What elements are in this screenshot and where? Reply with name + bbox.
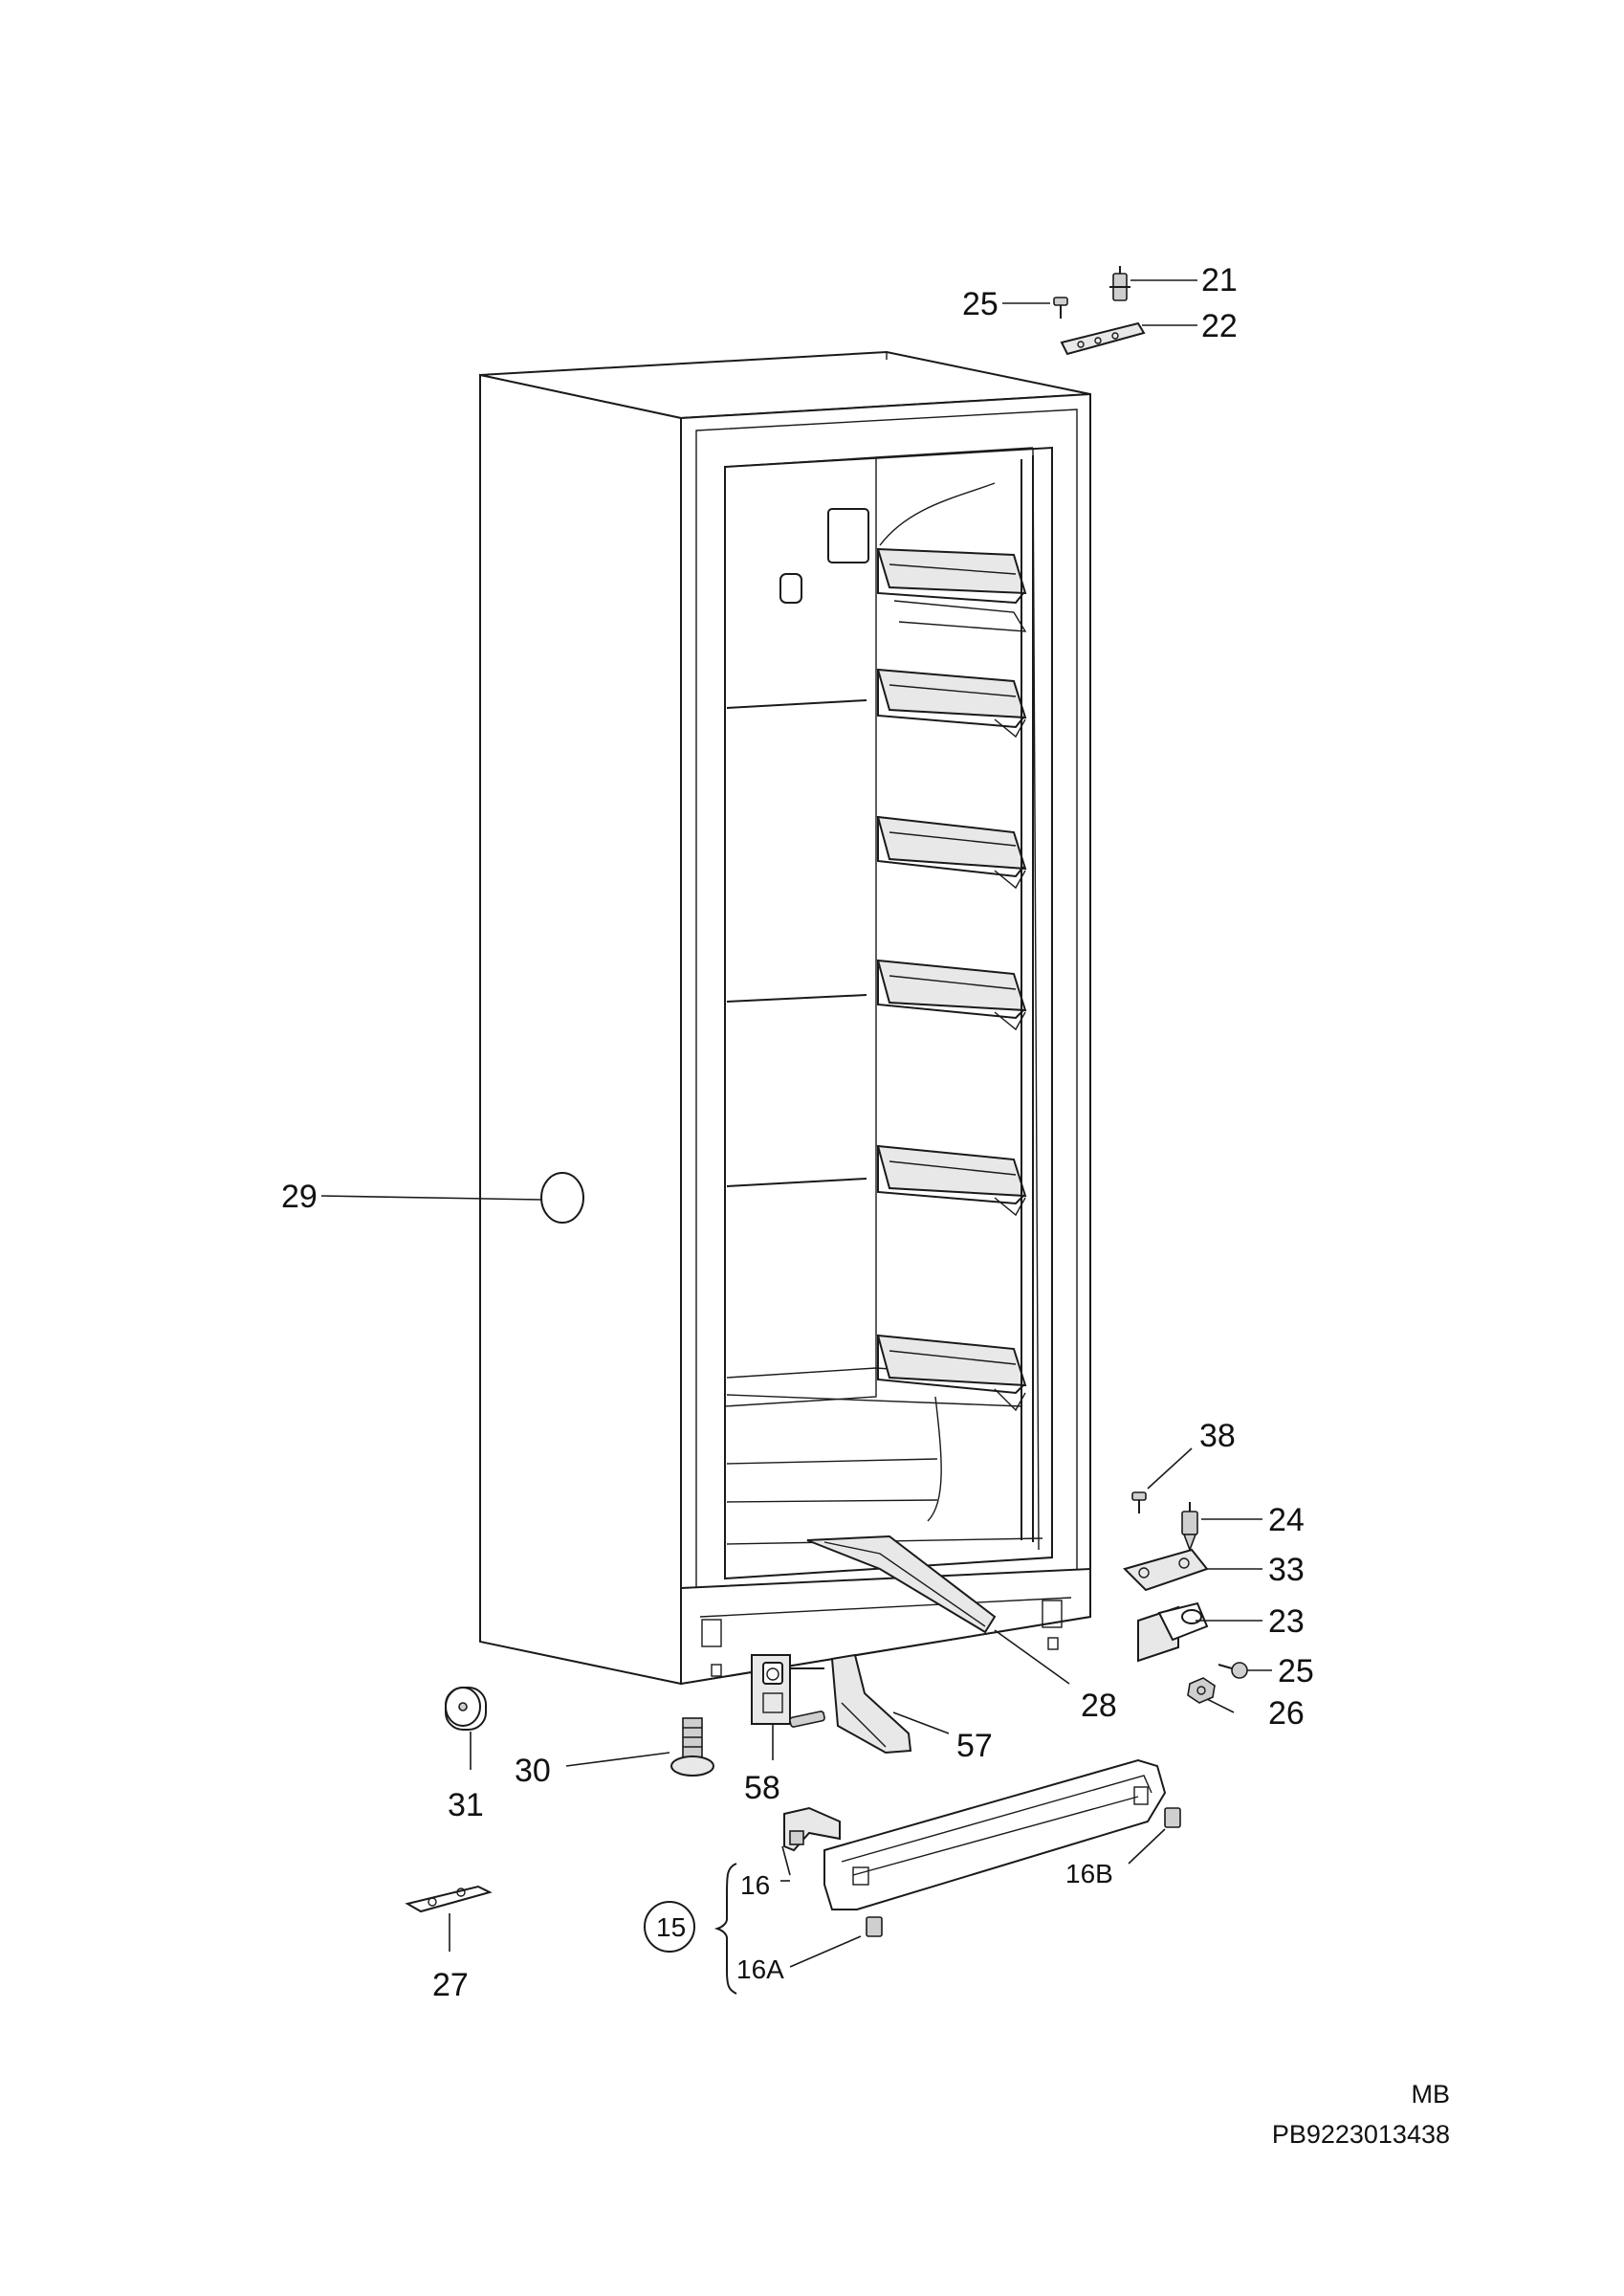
part-number-code: PB9223013438 (1272, 2120, 1450, 2149)
shelf-support-1 (876, 547, 1027, 632)
part-25-screw-top (1053, 297, 1068, 319)
document-codes: MB PB9223013438 (1272, 2080, 1450, 2149)
callout-31: 31 (448, 1787, 484, 1823)
part-31-roller (445, 1687, 487, 1731)
part-38-screw (1131, 1491, 1147, 1513)
callout-57: 57 (956, 1728, 993, 1764)
part-16-end-block (783, 1806, 841, 1852)
part-58-screw (789, 1711, 825, 1728)
model-code: MB (1412, 2080, 1451, 2108)
callout-16B: 16B (1065, 1859, 1113, 1888)
part-21-hinge-pin (1109, 266, 1130, 301)
part-57-cover (830, 1653, 912, 1755)
callout-25-right: 25 (1278, 1653, 1314, 1689)
callout-15-circle (644, 1901, 695, 1953)
part-27-spanner (405, 1885, 493, 1913)
callout-28: 28 (1081, 1688, 1117, 1724)
part-16B-end-cap (1164, 1807, 1181, 1828)
callout-22: 22 (1201, 308, 1238, 344)
callout-labels: 25 21 22 29 38 24 33 23 25 26 28 57 58 3… (281, 262, 1314, 2003)
part-29-side-plug (540, 1172, 584, 1224)
callout-25-top: 25 (962, 286, 999, 322)
callout-16: 16 (740, 1870, 770, 1900)
callout-27: 27 (432, 1967, 469, 2003)
callout-38: 38 (1199, 1418, 1236, 1454)
callout-15: 15 (656, 1912, 686, 1942)
part-30-adjustable-foot (670, 1717, 714, 1777)
callout-24: 24 (1268, 1502, 1305, 1538)
shelf-support-3 (876, 815, 1027, 890)
part-23-bottom-hinge (1137, 1601, 1209, 1663)
part-26-nut (1187, 1677, 1216, 1704)
callout-33: 33 (1268, 1552, 1305, 1588)
part-33-hinge-plate (1123, 1548, 1209, 1592)
top-hinge-parts (1053, 266, 1146, 356)
part-16A-end-cap (866, 1916, 883, 1937)
cabinet-body (479, 350, 1091, 1686)
callout-21: 21 (1201, 262, 1238, 298)
callout-23: 23 (1268, 1603, 1305, 1640)
door-shelf-supports (876, 455, 1034, 1542)
part-15-handle-assembly (644, 1758, 1181, 1995)
callout-58: 58 (744, 1770, 780, 1806)
shelf-support-2 (876, 668, 1027, 739)
callout-16A: 16A (736, 1954, 784, 1984)
part-58-hinge-block (751, 1654, 824, 1725)
callout-30: 30 (515, 1753, 551, 1789)
part-28-lever (806, 1534, 997, 1634)
callout-26: 26 (1268, 1695, 1305, 1732)
leader-lines (320, 279, 1272, 1968)
callout-29: 29 (281, 1179, 318, 1215)
part-22-hinge-plate (1060, 321, 1146, 356)
part-25-screw-right (1218, 1662, 1248, 1679)
part-24-hinge-pin (1181, 1502, 1198, 1553)
